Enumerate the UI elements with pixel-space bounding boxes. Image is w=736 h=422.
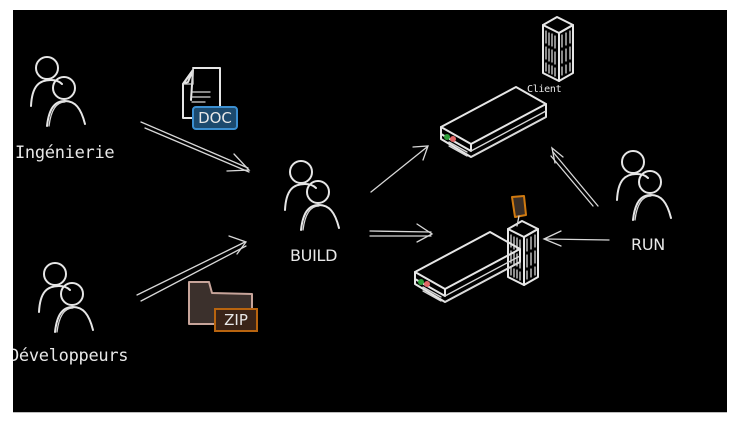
arrow-engineering-to-build — [140, 121, 251, 173]
client-server-icon — [440, 86, 547, 158]
engineering-person-icon — [30, 56, 86, 127]
arrow-developers-to-build — [136, 235, 248, 302]
diagram-svg — [30, 16, 672, 333]
arrow-build-to-client-server — [370, 145, 429, 193]
run-label: RUN — [631, 235, 665, 254]
client-label: Client — [527, 84, 562, 95]
client-building-icon — [542, 16, 574, 82]
arrow-run-to-client-server — [550, 146, 599, 207]
prod-server-icon — [414, 231, 521, 303]
build-label: BUILD — [290, 246, 338, 265]
build-person-icon — [284, 160, 340, 231]
developers-person-icon — [38, 262, 94, 333]
doc-badge: DOC — [192, 106, 238, 130]
flag-icon — [511, 195, 527, 227]
arrow-run-to-prod-server — [542, 230, 610, 247]
zip-badge: ZIP — [214, 308, 258, 332]
run-person-icon — [616, 150, 672, 221]
engineering-label: Ingénierie — [15, 143, 115, 163]
canvas-border — [13, 412, 727, 413]
developers-label: Développeurs — [13, 346, 129, 366]
arrow-build-to-prod-server — [369, 223, 434, 243]
diagram-canvas: Ingénierie Développeurs BUILD RUN Client… — [13, 10, 727, 412]
